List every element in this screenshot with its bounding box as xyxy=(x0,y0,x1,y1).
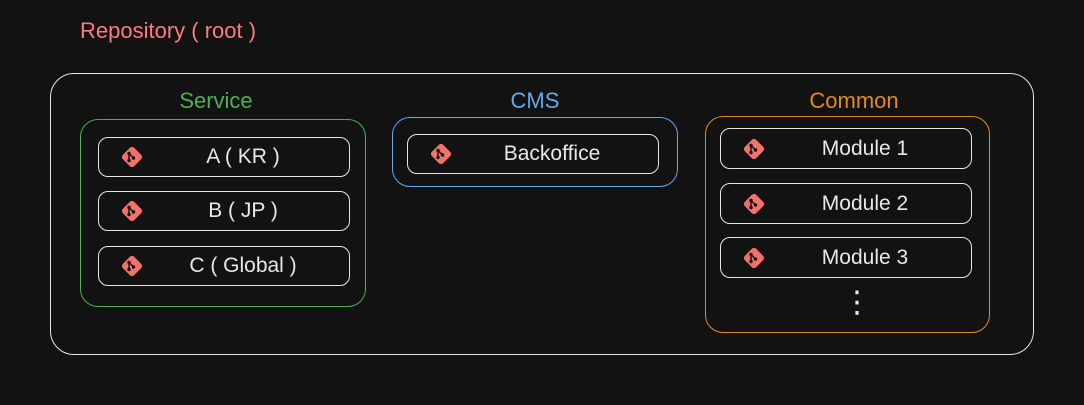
git-icon xyxy=(428,141,454,167)
service-item-c-global[interactable]: C ( Global ) xyxy=(98,246,350,286)
common-item-module-3[interactable]: Module 3 xyxy=(720,237,972,278)
service-group-title: Service xyxy=(179,88,253,113)
git-icon xyxy=(741,136,767,162)
git-icon xyxy=(119,253,145,279)
git-icon xyxy=(741,191,767,217)
git-icon xyxy=(741,245,767,271)
git-icon xyxy=(119,144,145,170)
common-item-module-2[interactable]: Module 2 xyxy=(720,183,972,224)
cms-group-title: CMS xyxy=(510,88,560,113)
git-icon xyxy=(119,198,145,224)
common-item-module-1[interactable]: Module 1 xyxy=(720,128,972,169)
root-title: Repository ( root ) xyxy=(80,18,257,43)
service-item-b-jp[interactable]: B ( JP ) xyxy=(98,191,350,231)
repository-root-container xyxy=(50,73,1034,355)
common-group-title: Common xyxy=(809,88,899,113)
service-group-box xyxy=(80,119,366,307)
item-label: A ( KR ) xyxy=(206,145,280,168)
item-label: Module 2 xyxy=(821,191,909,215)
item-label: C ( Global ) xyxy=(189,254,297,277)
cms-item-backoffice[interactable]: Backoffice xyxy=(407,134,659,174)
more-modules-ellipsis: ⋮ xyxy=(842,286,872,319)
item-label: Module 3 xyxy=(821,245,909,269)
service-item-a-kr[interactable]: A ( KR ) xyxy=(98,137,350,177)
common-group-box xyxy=(705,116,990,333)
item-label: Backoffice xyxy=(503,142,601,165)
item-label: B ( JP ) xyxy=(208,199,278,222)
cms-group-box xyxy=(392,117,678,187)
item-label: Module 1 xyxy=(821,136,909,160)
